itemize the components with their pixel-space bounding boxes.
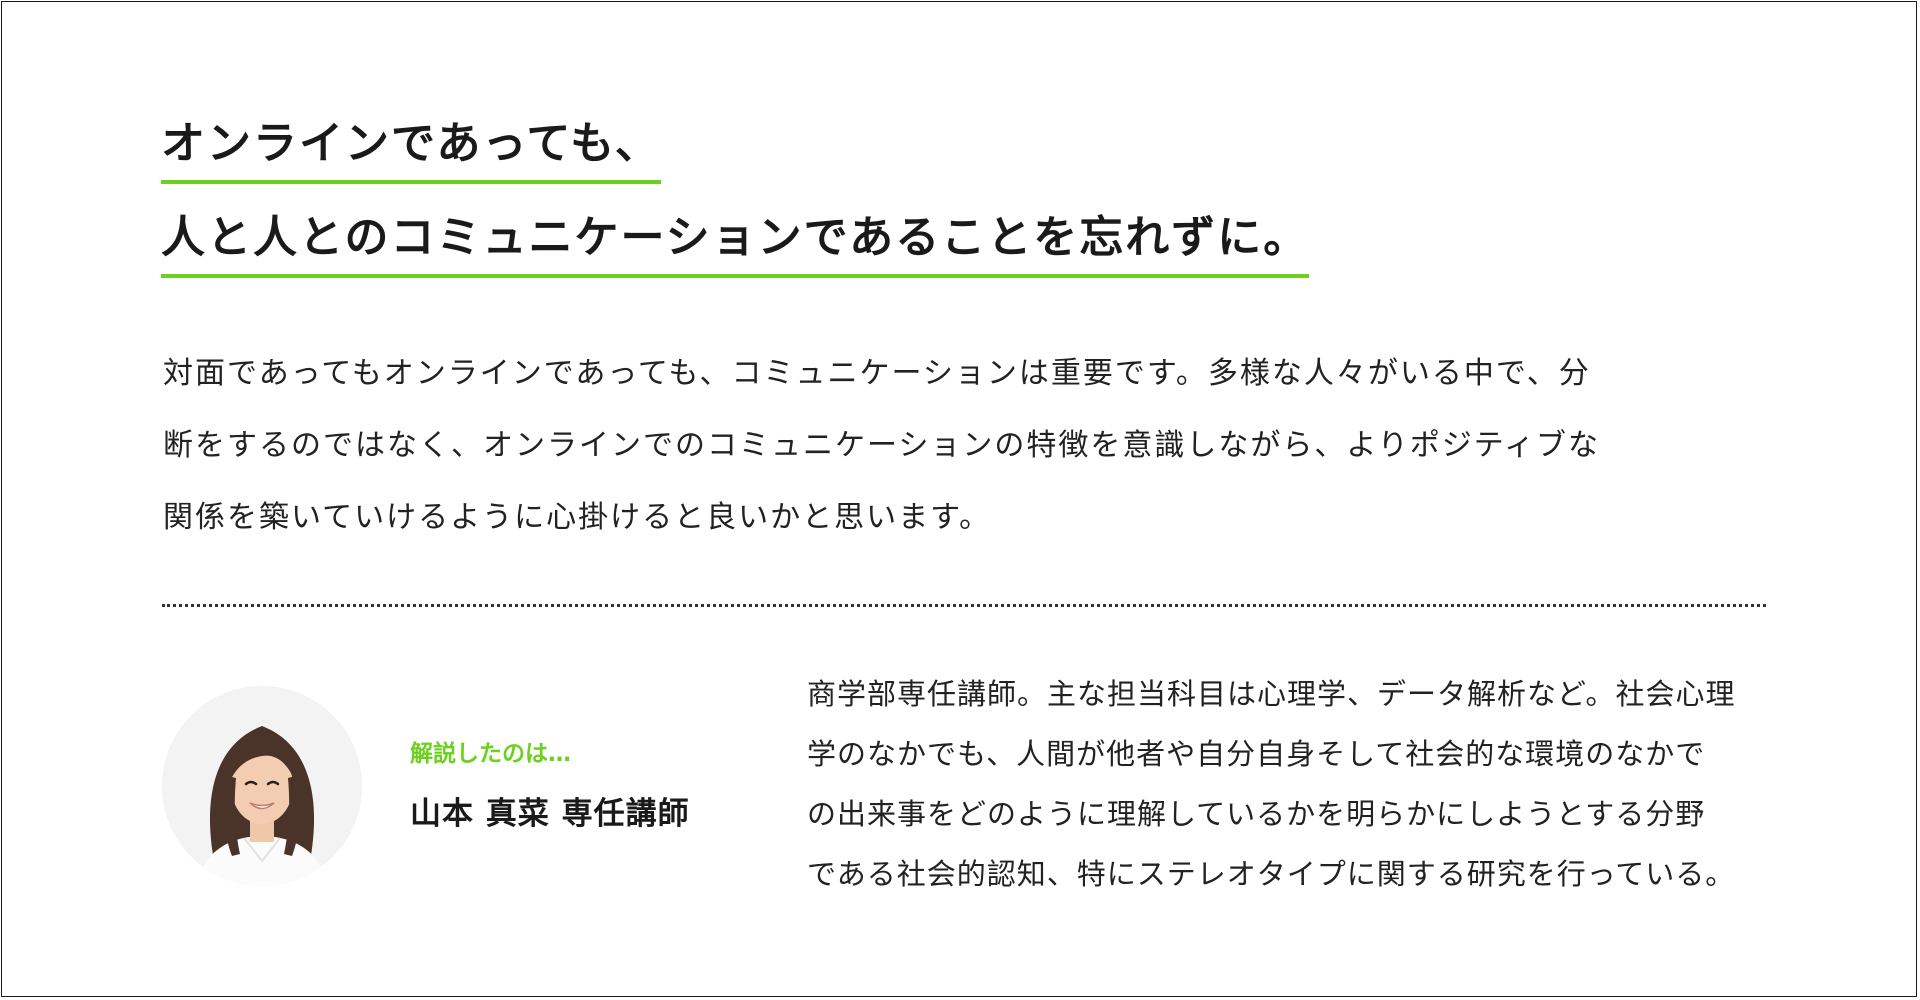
author-bio: 商学部専任講師。主な担当科目は心理学、データ解析など。社会心理 学のなかでも、人…: [807, 664, 1767, 904]
bio-line-1: 商学部専任講師。主な担当科目は心理学、データ解析など。社会心理: [807, 677, 1736, 711]
intro-line-3: 関係を築いていけるように心掛けると良いかと思います。: [163, 500, 992, 535]
dotted-divider: [162, 604, 1766, 607]
intro-line-1: 対面であってもオンラインであっても、コミュニケーションは重要です。多様な人々がい…: [163, 356, 1591, 391]
intro-line-2: 断をするのではなく、オンラインでのコミュニケーションの特徴を意識しながら、よりポ…: [163, 428, 1600, 463]
avatar: [162, 686, 362, 886]
headline: オンラインであっても、 人と人とのコミュニケーションであることを忘れずに。: [161, 114, 1310, 278]
headline-line-2: 人と人とのコミュニケーションであることを忘れずに。: [161, 208, 1310, 278]
author-label: 解説したのは…: [410, 741, 571, 767]
bio-line-4: である社会的認知、特にステレオタイプに関する研究を行っている。: [807, 857, 1736, 891]
intro-paragraph: 対面であってもオンラインであっても、コミュニケーションは重要です。多様な人々がい…: [163, 338, 1763, 554]
bio-line-2: 学のなかでも、人間が他者や自分自身そして社会的な環境のなかで: [807, 737, 1706, 771]
author-name: 山本 真菜 専任講師: [410, 796, 690, 832]
portrait-image: [162, 686, 362, 886]
bio-line-3: の出来事をどのように理解しているかを明らかにしようとする分野: [807, 797, 1706, 831]
headline-line-1: オンラインであっても、: [161, 114, 661, 184]
